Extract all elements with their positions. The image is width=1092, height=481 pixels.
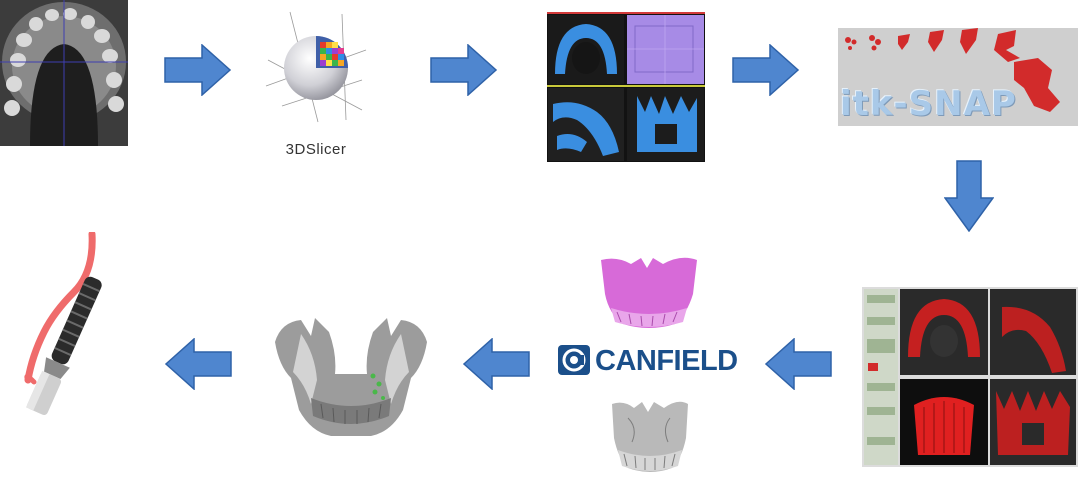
canfield-label: CANFIELD: [595, 345, 738, 377]
right-arrow-icon: [732, 44, 800, 96]
left-arrow-icon: [462, 338, 530, 390]
left-arrow-icon: [164, 338, 232, 390]
right-arrow-icon: [164, 44, 232, 96]
3d-slicer-logo: 3DSlicer: [262, 10, 370, 158]
dental-implant-image: [14, 232, 104, 438]
right-arrow-icon: [430, 44, 498, 96]
segmentation-quad-view-image: [547, 12, 705, 162]
ct-axial-slice-image: [0, 0, 128, 146]
gray-maxilla-model-image: [608, 398, 692, 476]
canfield-logo: CANFIELD: [557, 344, 743, 376]
left-arrow-icon: [764, 338, 832, 390]
itk-snap-segmentation-screenshot: [862, 287, 1078, 467]
itk-snap-logo-banner: itk-SNAP: [838, 28, 1078, 126]
skull-3d-model-image: [271, 314, 431, 438]
3d-slicer-label: 3DSlicer: [262, 141, 370, 158]
down-arrow-icon: [944, 160, 994, 232]
pink-maxilla-model-image: [597, 254, 701, 332]
canfield-emblem-icon: [557, 344, 591, 376]
itk-snap-label: itk-SNAP: [840, 84, 1017, 124]
